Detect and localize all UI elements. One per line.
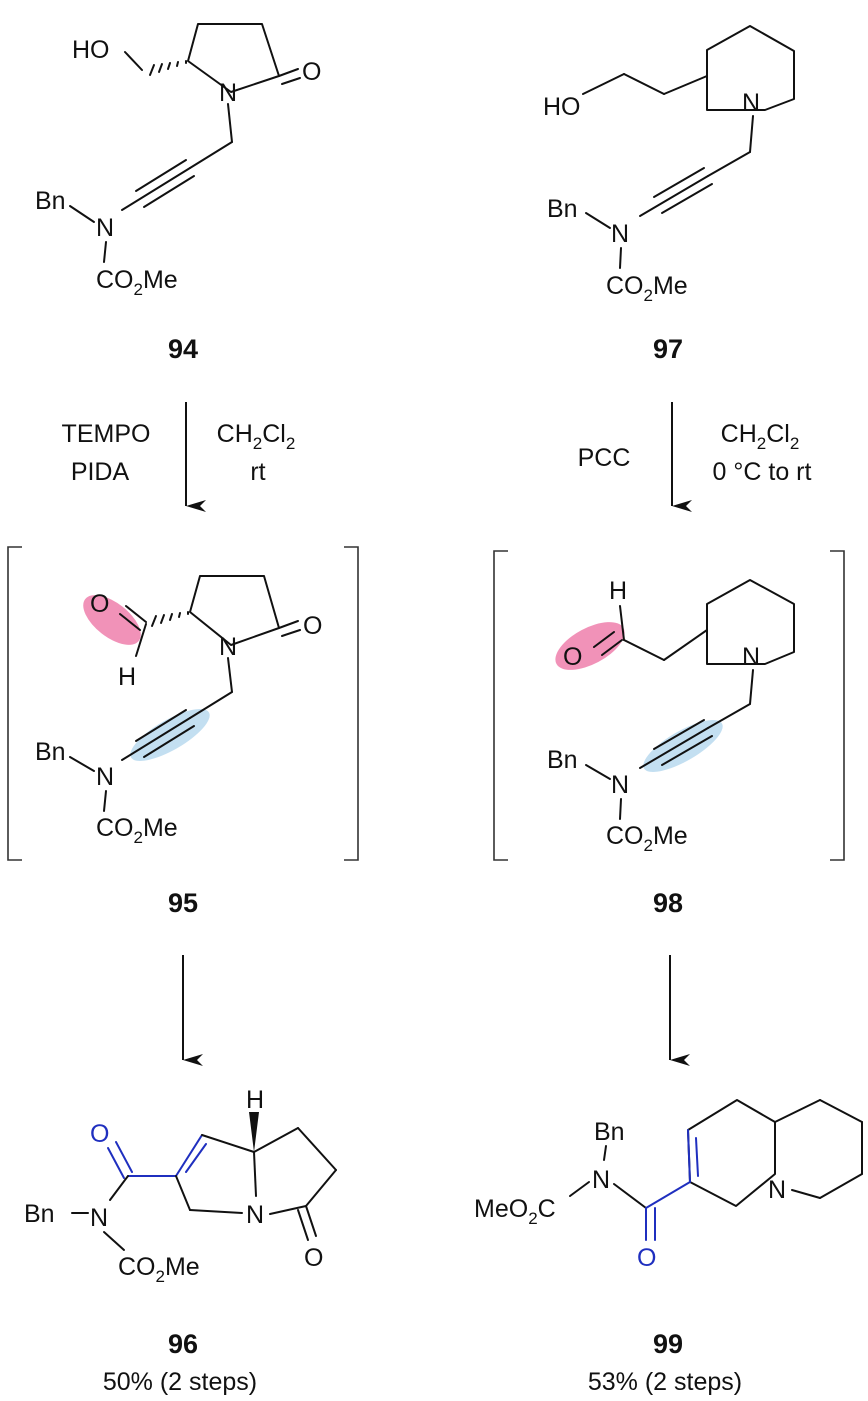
atom-bn: Bn bbox=[594, 1118, 625, 1146]
aldehyde-highlight bbox=[555, 622, 625, 670]
label-text: Cl bbox=[262, 420, 286, 448]
atom-o-amide: O bbox=[637, 1244, 656, 1272]
reagent-tempo: TEMPO bbox=[62, 420, 151, 448]
temperature-0c-to-rt: 0 °C to rt bbox=[713, 458, 812, 486]
bracket-right bbox=[344, 546, 359, 861]
atom-n: N bbox=[768, 1176, 786, 1204]
co-label: CO bbox=[96, 814, 134, 842]
label-text: Cl bbox=[766, 420, 790, 448]
me-label: Me bbox=[143, 814, 178, 842]
atom-bn: Bn bbox=[35, 187, 66, 215]
atom-h: H bbox=[118, 663, 136, 691]
me-label: Me bbox=[165, 1253, 200, 1281]
temperature-rt: rt bbox=[250, 458, 265, 486]
subscript-2: 2 bbox=[528, 1209, 537, 1228]
yield-96: 50% (2 steps) bbox=[103, 1368, 257, 1396]
label-text: CO2Me bbox=[118, 1253, 200, 1286]
atom-n: N bbox=[96, 763, 114, 791]
c-label: C bbox=[538, 1195, 556, 1223]
compound-label-98: 98 bbox=[653, 888, 683, 918]
compound-label-99: 99 bbox=[653, 1329, 683, 1359]
subscript-2: 2 bbox=[644, 836, 653, 855]
subscript-2: 2 bbox=[134, 280, 143, 299]
reagent-pida: PIDA bbox=[71, 458, 130, 486]
atom-n: N bbox=[611, 220, 629, 248]
atom-h: H bbox=[246, 1086, 264, 1114]
atom-o: O bbox=[90, 590, 109, 618]
compound-label-96: 96 bbox=[168, 1329, 198, 1359]
meo-label: MeO bbox=[474, 1195, 528, 1223]
label-text: 2 bbox=[286, 434, 295, 453]
atom-n: N bbox=[96, 214, 114, 242]
label-text: MeO2C bbox=[474, 1195, 556, 1228]
compound-95: O N O H N Bn CO2Me bbox=[35, 575, 322, 847]
label-text: 2 bbox=[757, 434, 766, 453]
atom-n: N bbox=[219, 633, 237, 661]
compound-label-94: 94 bbox=[168, 334, 198, 364]
atom-h: H bbox=[609, 577, 627, 605]
me-label: Me bbox=[143, 266, 178, 294]
co-label: CO bbox=[96, 266, 134, 294]
atom-bn: Bn bbox=[547, 746, 578, 774]
alkyne-highlight bbox=[130, 709, 210, 761]
atom-ho: HO bbox=[72, 36, 110, 64]
atom-n: N bbox=[742, 89, 760, 117]
atom-bn: Bn bbox=[547, 195, 578, 223]
me-label: Me bbox=[653, 822, 688, 850]
label-text: CO2Me bbox=[96, 266, 178, 299]
compound-94: O N HO N Bn CO2Me bbox=[35, 23, 321, 299]
label-text: CH bbox=[217, 420, 253, 448]
solid-wedge bbox=[249, 1112, 259, 1152]
label-text: 2 bbox=[253, 434, 262, 453]
compound-98: N O H N Bn CO2Me bbox=[547, 577, 795, 855]
subscript-2: 2 bbox=[156, 1267, 165, 1286]
subscript-2: 2 bbox=[134, 828, 143, 847]
label-text: 2 bbox=[790, 434, 799, 453]
atom-o: O bbox=[302, 58, 321, 86]
me-label: Me bbox=[653, 272, 688, 300]
co-label: CO bbox=[118, 1253, 156, 1281]
solvent-ch2cl2: CH2Cl2 bbox=[217, 420, 296, 453]
atom-n: N bbox=[611, 771, 629, 799]
atom-n: N bbox=[592, 1166, 610, 1194]
aldehyde-highlight bbox=[83, 595, 141, 645]
compound-97: N HO N Bn CO2Me bbox=[543, 25, 795, 305]
atom-o: O bbox=[563, 643, 582, 671]
compound-96: O N Bn CO2Me N O H bbox=[24, 1086, 337, 1286]
atom-ho: HO bbox=[543, 93, 581, 121]
atom-n: N bbox=[219, 79, 237, 107]
label-text: CO2Me bbox=[96, 814, 178, 847]
subscript-2: 2 bbox=[644, 286, 653, 305]
yield-99: 53% (2 steps) bbox=[588, 1368, 742, 1396]
compound-99: Bn N MeO2C O N bbox=[474, 1099, 863, 1272]
label-text: CO2Me bbox=[606, 822, 688, 855]
co-label: CO bbox=[606, 822, 644, 850]
reagent-pcc: PCC bbox=[578, 444, 631, 472]
bracket-left bbox=[493, 550, 508, 861]
atom-n: N bbox=[90, 1204, 108, 1232]
compound-label-95: 95 bbox=[168, 888, 198, 918]
compound-label-97: 97 bbox=[653, 334, 683, 364]
alkyne-highlight bbox=[643, 720, 723, 772]
atom-o-amide: O bbox=[90, 1120, 109, 1148]
label-text: CO2Me bbox=[606, 272, 688, 305]
atom-bn: Bn bbox=[24, 1200, 55, 1228]
solvent-ch2cl2: CH2Cl2 bbox=[721, 420, 800, 453]
atom-o: O bbox=[303, 612, 322, 640]
atom-n: N bbox=[742, 643, 760, 671]
co-label: CO bbox=[606, 272, 644, 300]
atom-bn: Bn bbox=[35, 738, 66, 766]
bracket-right bbox=[830, 550, 845, 861]
bracket-left bbox=[7, 546, 22, 861]
hashed-wedge bbox=[149, 60, 187, 76]
atom-o: O bbox=[304, 1244, 323, 1272]
hashed-wedge bbox=[151, 611, 189, 627]
label-text: CH bbox=[721, 420, 757, 448]
atom-n: N bbox=[246, 1201, 264, 1229]
